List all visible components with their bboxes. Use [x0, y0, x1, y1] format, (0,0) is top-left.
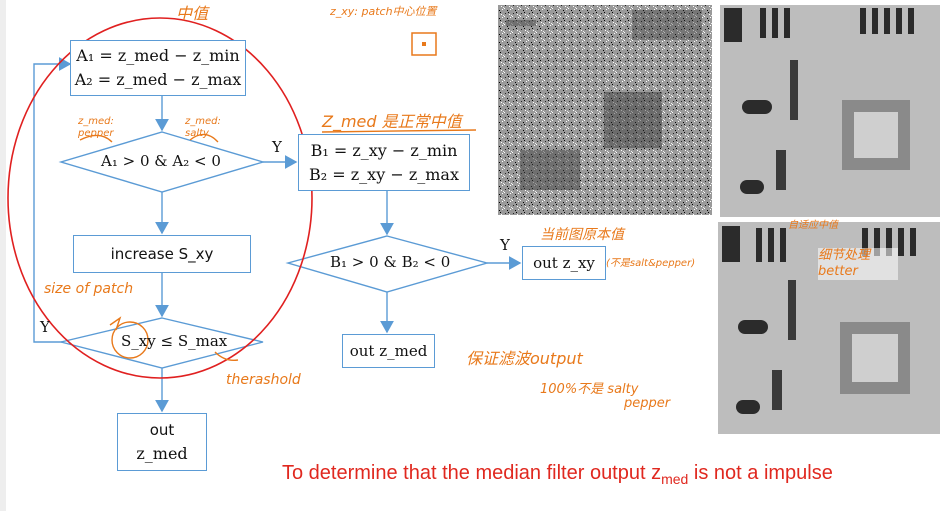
filtered-pcb-image-top [720, 5, 940, 217]
note-threshold: therashold [226, 372, 301, 388]
patch-center-sketch [411, 32, 437, 56]
underline-zmed-normal [321, 129, 477, 133]
a2-formula: A₂ = z_med − z_max [74, 70, 242, 89]
a1-formula: A₁ = z_med − z_min [76, 46, 240, 65]
underline-zmed-salty [189, 133, 219, 143]
note-detail-better: 细节处理 better [818, 248, 898, 280]
caption-text: To determine that the median filter outp… [282, 462, 833, 487]
note-guarantee: 保证滤波output [466, 349, 583, 368]
cond-s-label: S_xy ≤ S_max [121, 332, 228, 350]
out-zxy-label: out z_xy [533, 254, 595, 272]
b1-formula: B₁ = z_xy − z_min [310, 140, 458, 160]
box-increase-sxy: increase S_xy [73, 235, 251, 273]
note-pepper: pepper [624, 396, 671, 411]
caption-pre: To determine that the median filter outp… [282, 462, 662, 484]
decision-diamond-b [285, 235, 490, 293]
box-out-zmed-left: out z_med [117, 413, 207, 471]
noisy-pcb-image [498, 5, 712, 215]
out-zmed-mid-label: out z_med [349, 342, 428, 360]
underline-zmed-pepper [79, 134, 113, 143]
note-not-salt-pepper-2: 100%不是 salty [540, 382, 639, 397]
arrow-loop-back [33, 57, 72, 343]
note-not-salt-pepper: (不是salt&pepper) [606, 258, 696, 269]
decision-diamond-s [60, 317, 264, 369]
highlight-ellipse [7, 17, 313, 379]
pointer-threshold [214, 351, 239, 362]
circle-sxy [111, 321, 149, 359]
note-zmed-pepper: z_med: pepper [78, 116, 114, 139]
note-current-pixel: 当前图原本值 [540, 227, 624, 243]
out-label-left: out [149, 421, 175, 439]
box-out-zxy: out z_xy [522, 246, 606, 280]
yes-label-loop: Y [40, 318, 50, 336]
note-size-of-patch: size of patch [44, 281, 134, 297]
cond-b-label: B₁ > 0 & B₂ < 0 [330, 253, 451, 271]
cond-a-label: A₁ > 0 & A₂ < 0 [101, 152, 221, 170]
note-zmed-salty: z_med: salty [185, 116, 221, 139]
note-median: 中值 [176, 4, 209, 23]
box-a-definitions: A₁ = z_med − z_min A₂ = z_med − z_max [70, 40, 246, 96]
zmed-label-left: z_med [136, 444, 188, 463]
caption-sub: med [661, 471, 689, 487]
yes-label-a: Y [272, 138, 282, 156]
decision-diamond-a [58, 131, 266, 193]
increase-label: increase S_xy [110, 245, 214, 263]
box-b-definitions: B₁ = z_xy − z_min B₂ = z_xy − z_max [298, 134, 470, 191]
pointer-size-of-patch [109, 316, 122, 331]
note-zmed-normal: Z_med 是正常中值 [322, 112, 462, 131]
note-adaptive-median: 自适应中值 [788, 220, 838, 231]
yes-label-b: Y [500, 236, 510, 254]
page-left-margin [0, 0, 6, 511]
note-patch-center: z_xy: patch中心位置 [330, 5, 437, 18]
caption-post: is not a impulse [688, 462, 833, 484]
b2-formula: B₂ = z_xy − z_max [309, 164, 459, 184]
box-out-zmed-mid: out z_med [342, 334, 435, 368]
